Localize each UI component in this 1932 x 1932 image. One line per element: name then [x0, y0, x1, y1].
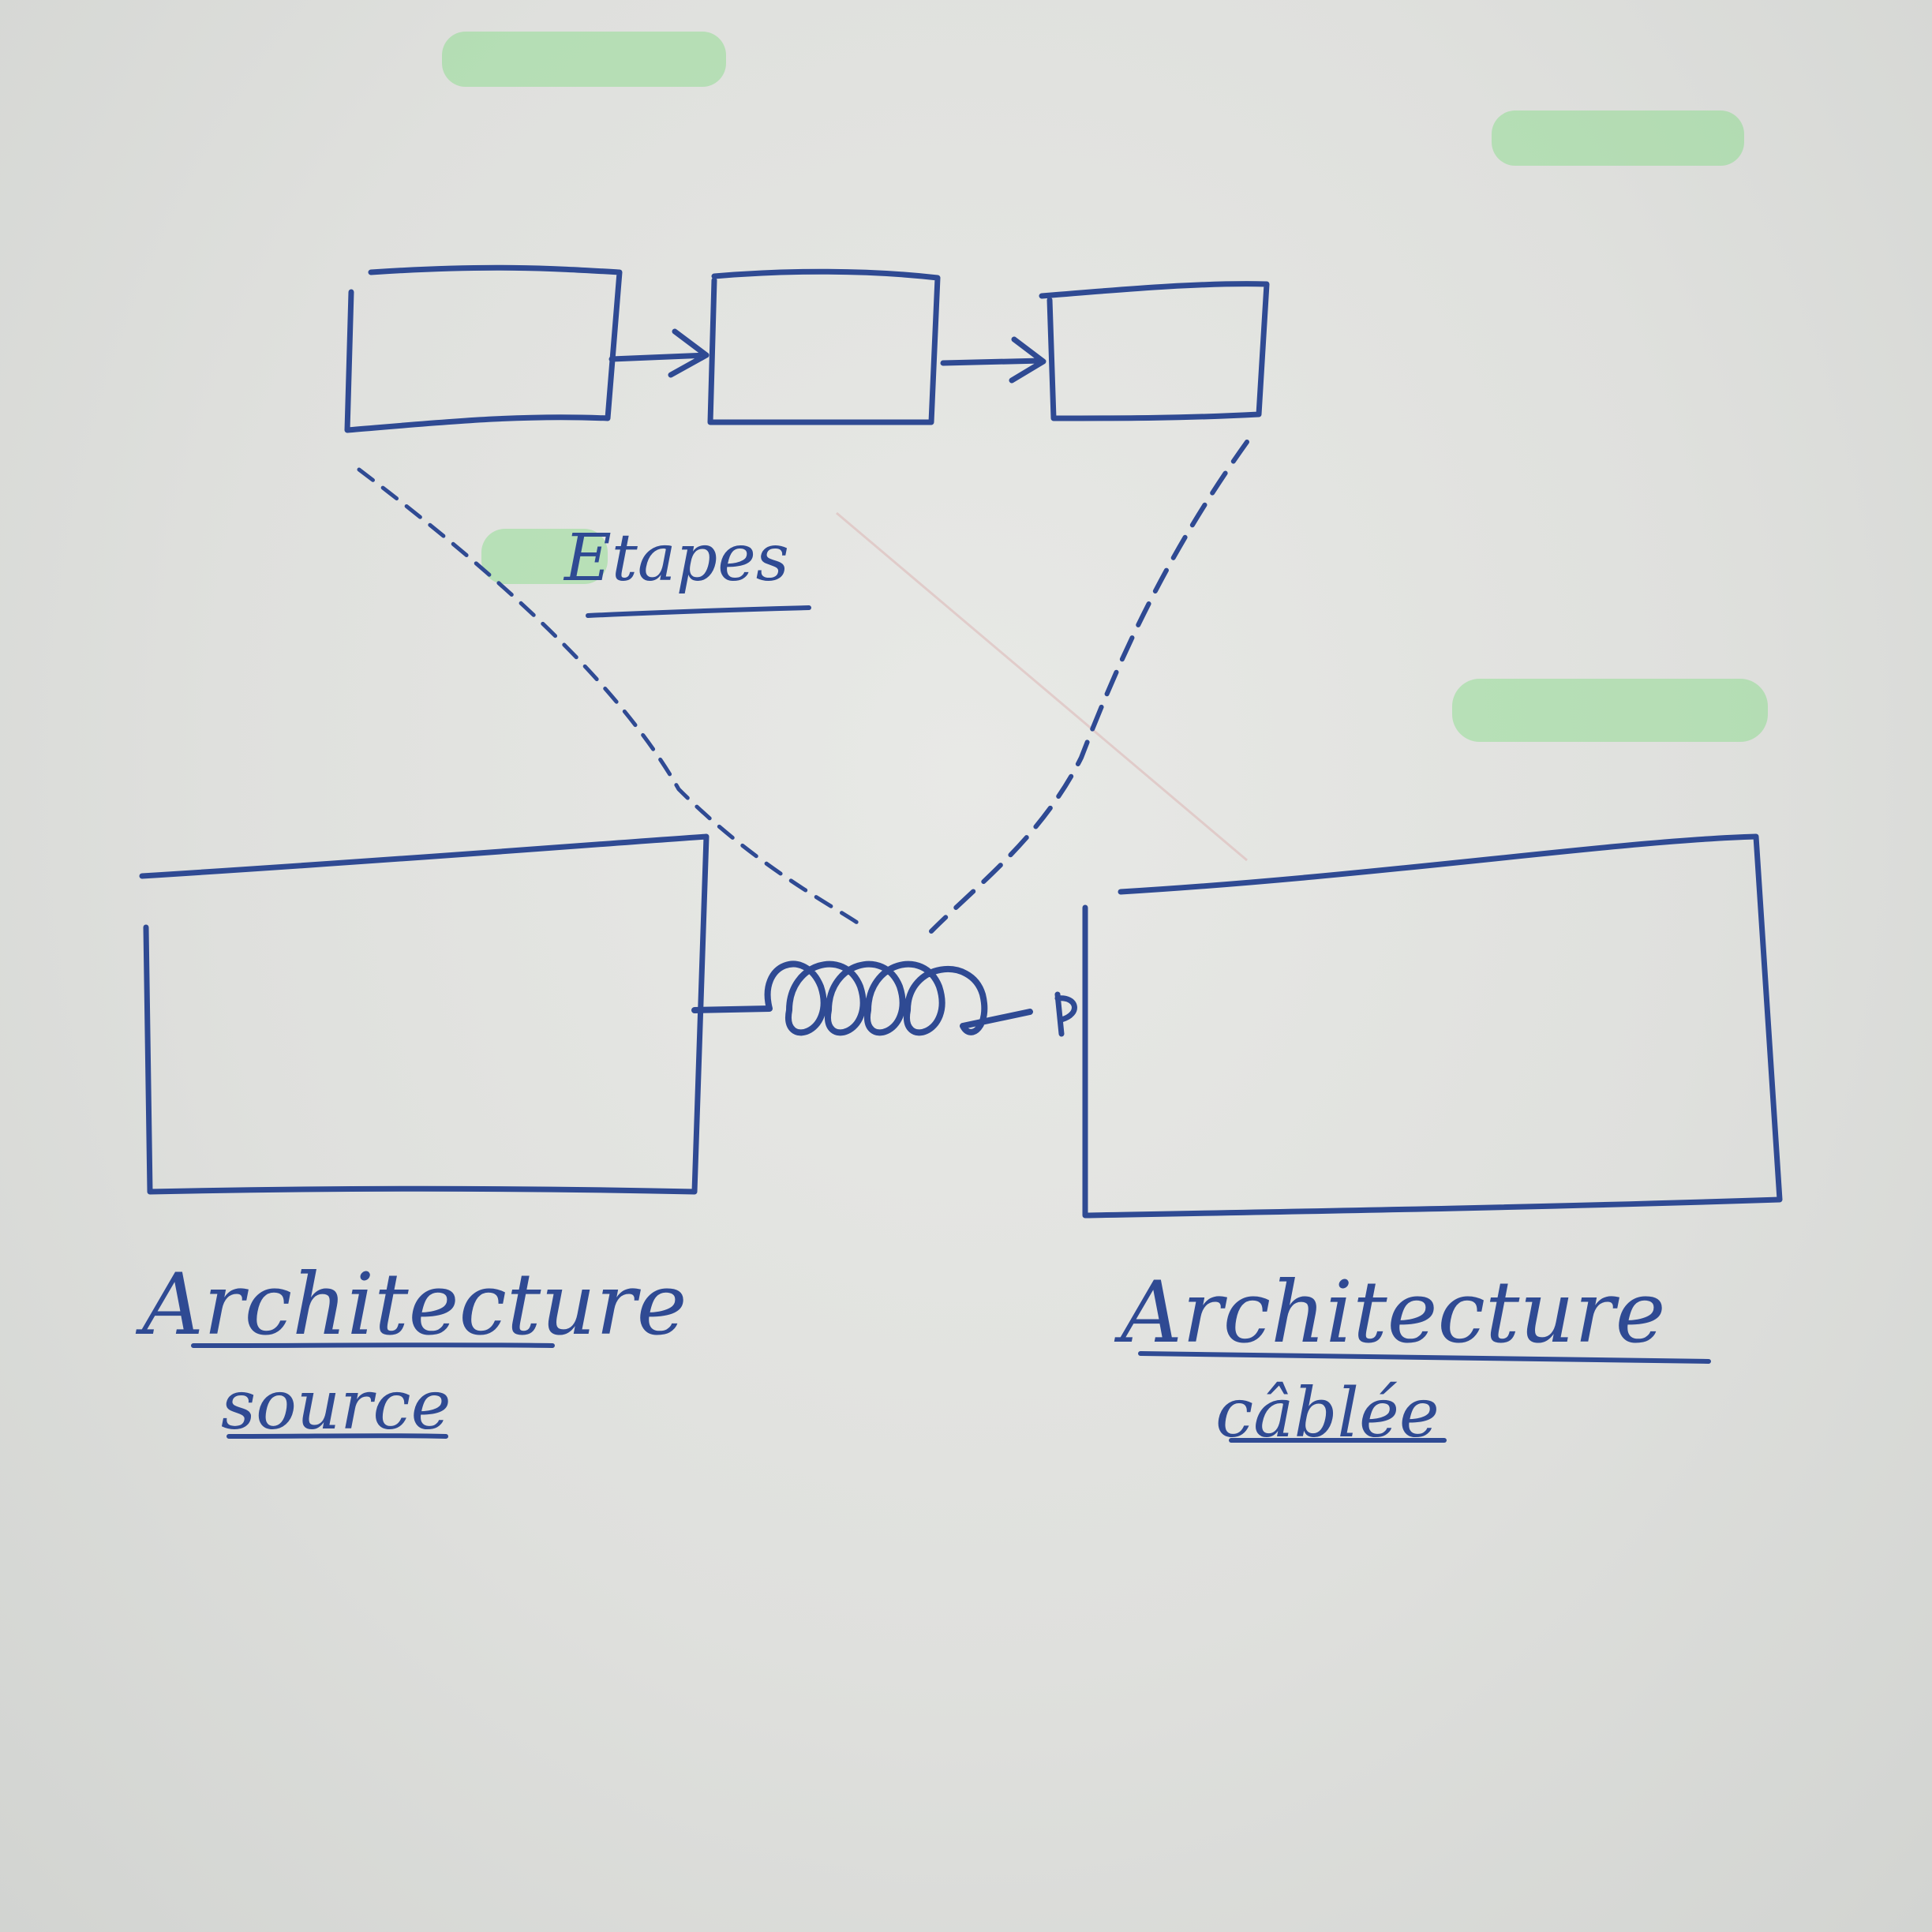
- steps-label: Etapes: [563, 521, 789, 596]
- bleed-through-marks: [442, 32, 1768, 862]
- source-label-line1: Architecture: [135, 1256, 687, 1354]
- spring-connector: [691, 960, 1077, 1037]
- steps-row: [344, 264, 1270, 433]
- step-box-2: [707, 268, 941, 425]
- projection-line-left: [357, 467, 867, 930]
- projection-line-right: [929, 440, 1249, 934]
- wired-label-underline-1: [1138, 1351, 1711, 1364]
- arrow-2-3: [940, 336, 1046, 384]
- wired-label-line1: Architecture: [1114, 1264, 1666, 1362]
- step-box-3: [1039, 281, 1270, 421]
- steps-label-underline: [586, 605, 811, 618]
- wired-architecture-box: [1082, 833, 1783, 1219]
- step-box-1: [344, 264, 623, 433]
- source-label-underline-1: [191, 1342, 555, 1348]
- source-architecture-box: [139, 833, 710, 1195]
- source-label-line2: source: [221, 1366, 451, 1445]
- arrow-1-2: [608, 328, 710, 378]
